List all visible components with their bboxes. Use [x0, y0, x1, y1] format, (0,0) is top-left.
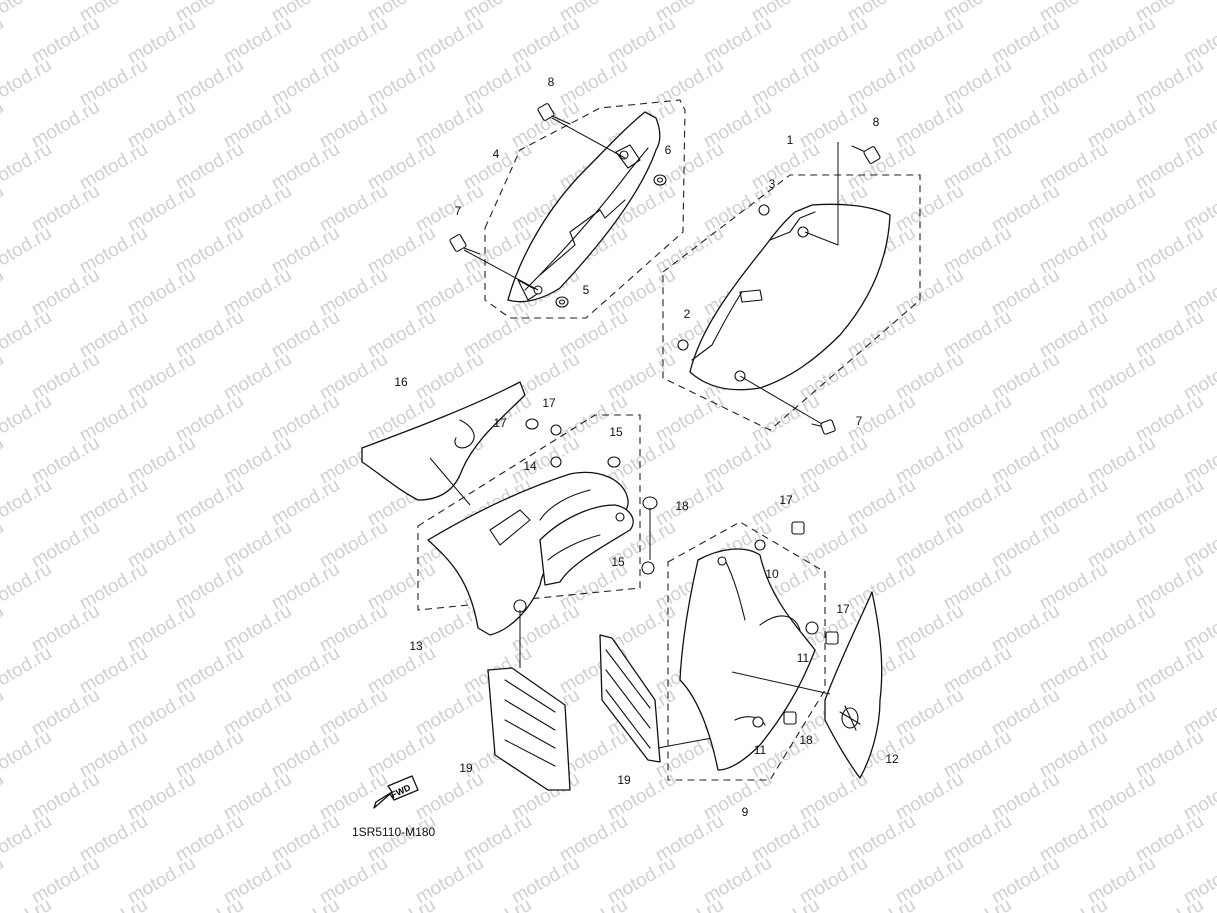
watermark-text: motod.ru: [0, 853, 7, 909]
watermark-text: motod.ru: [172, 895, 247, 913]
watermark-text: motod.ru: [0, 769, 7, 825]
callout-5: 5: [583, 283, 590, 297]
watermark-text: motod.ru: [460, 895, 535, 913]
watermark-text: motod.ru: [0, 475, 55, 531]
watermark-text: motod.ru: [0, 727, 55, 783]
fasteners-9: [752, 521, 839, 728]
watermark-text: motod.ru: [0, 643, 55, 699]
watermark-text: motod.ru: [0, 517, 7, 573]
watermark-text: motod.ru: [0, 601, 7, 657]
callout-11: 11: [797, 651, 810, 665]
callout-1: 1: [787, 133, 794, 147]
grommet-2: [677, 339, 689, 351]
diagram-code: 1SR5110-M180: [352, 825, 435, 839]
callout-19: 19: [459, 761, 473, 775]
callout-17: 17: [542, 396, 556, 410]
part-4-side-cover-left: [484, 99, 686, 319]
callout-8: 8: [548, 75, 555, 89]
callout-17: 17: [836, 602, 850, 616]
bolt-7b: [811, 419, 836, 435]
assembly-outline-4: [484, 99, 686, 319]
watermark-text: motod.ru: [0, 139, 55, 195]
grommet-3: [758, 204, 770, 216]
watermark-text: motod.ru: [0, 811, 55, 867]
callout-8: 8: [873, 115, 880, 129]
watermark-text: motod.ru: [0, 181, 7, 237]
callout-11: 11: [754, 743, 767, 757]
part-12-emblem-panel: [824, 591, 883, 779]
watermark-text: motod.ru: [748, 895, 823, 913]
assembly-outline-1: [662, 174, 921, 431]
watermark-text: motod.ru: [0, 391, 55, 447]
callout-7: 7: [856, 414, 863, 428]
callout-2: 2: [684, 307, 691, 321]
watermark-text: motod.ru: [556, 895, 631, 913]
watermark-text: motod.ru: [0, 13, 7, 69]
watermark-text: motod.ru: [0, 307, 55, 363]
callout-15: 15: [611, 555, 625, 569]
callout-18: 18: [799, 733, 813, 747]
part-13-radiator-shroud: [417, 414, 641, 636]
watermark-text: motod.ru: [0, 685, 7, 741]
assembly-outline-9: [667, 521, 826, 781]
part-16-graphic: [361, 381, 526, 501]
assembly-outline-13: [417, 414, 641, 611]
watermark-text: motod.ru: [0, 97, 7, 153]
washer-5: [555, 296, 569, 308]
callout-15: 15: [609, 425, 623, 439]
washer-6: [653, 174, 667, 186]
callout-13: 13: [409, 639, 423, 653]
part-19-louver-right: [599, 634, 661, 763]
watermark-text: motod.ru: [268, 895, 343, 913]
bolt-8b: [851, 145, 881, 164]
watermark-text: motod.ru: [652, 895, 727, 913]
watermark-text: motod.ru: [0, 0, 55, 26]
callout-6: 6: [665, 143, 672, 157]
callout-12: 12: [885, 752, 899, 766]
watermark-text: motod.ru: [0, 55, 55, 111]
watermark-text: motod.ru: [1132, 895, 1207, 913]
callout-4: 4: [493, 147, 500, 161]
callout-19: 19: [617, 773, 631, 787]
callout-16: 16: [394, 375, 408, 389]
callout-7: 7: [455, 204, 462, 218]
watermark-text: motod.ru: [0, 433, 7, 489]
watermark-text: motod.ru: [364, 895, 439, 913]
callout-14: 14: [523, 459, 537, 473]
callout-3: 3: [769, 177, 776, 191]
bolt-8a: [537, 103, 571, 125]
watermark-text: motod.ru: [844, 895, 919, 913]
part-19-louver-left: [487, 667, 571, 791]
watermark-text: motod.ru: [0, 265, 7, 321]
callout-18: 18: [675, 499, 689, 513]
watermark-text: motod.ru: [0, 349, 7, 405]
watermark-text: motod.ru: [940, 895, 1015, 913]
watermark-text: motod.ru: [0, 223, 55, 279]
watermark-text: motod.ru: [0, 559, 55, 615]
callout-9: 9: [742, 805, 749, 819]
fasteners-13: [525, 418, 658, 575]
callout-17: 17: [493, 416, 507, 430]
bolt-7a: [449, 234, 481, 255]
watermark-text: motod.ru: [1036, 895, 1111, 913]
callout-10: 10: [765, 567, 779, 581]
callout-17: 17: [779, 493, 793, 507]
watermark-text: motod.ru: [76, 895, 151, 913]
